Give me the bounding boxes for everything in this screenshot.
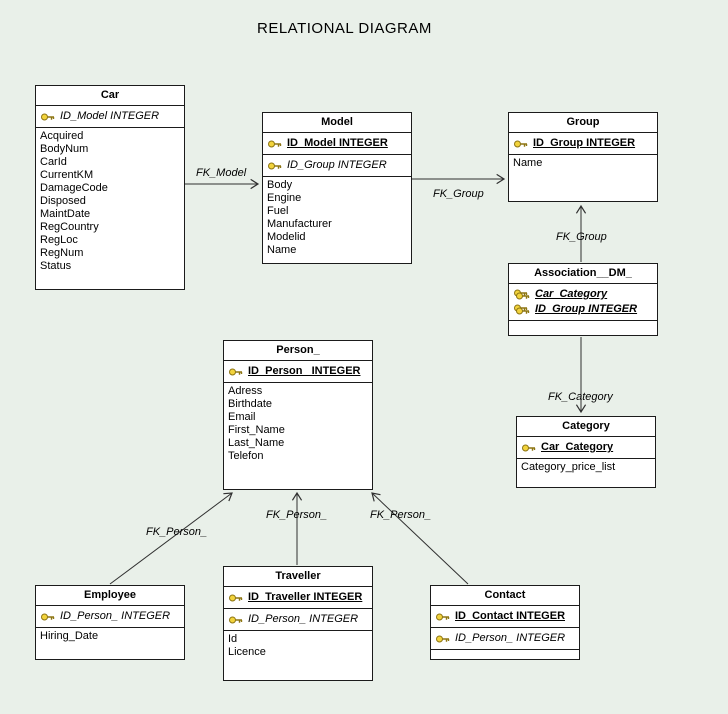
key-column: Car_Category <box>521 440 651 455</box>
column: RegLoc <box>40 234 78 246</box>
double-key-icon <box>514 304 530 315</box>
key-icon <box>229 368 243 375</box>
table-name: Group <box>566 116 600 128</box>
connector-label-fk-person-traveller: FK_Person_ <box>266 509 328 521</box>
key-column: ID_Group INTEGER <box>267 158 407 173</box>
connector-label-fk-group-association: FK_Group <box>556 231 607 243</box>
connector-label-fk-model: FK_Model <box>196 167 247 179</box>
column: First_Name <box>228 424 285 436</box>
column: Id <box>228 633 238 645</box>
column: Hiring_Date <box>40 630 99 642</box>
column: RegNum <box>40 247 84 259</box>
key-column: ID_Model INTEGER <box>40 109 180 124</box>
key-column: ID_Model INTEGER <box>267 136 407 151</box>
column: CurrentKM <box>40 169 94 181</box>
key-column: ID_Person_ INTEGER <box>228 612 368 627</box>
table-name: Association__DM_ <box>534 267 632 279</box>
key-icon <box>229 616 243 623</box>
table-name: Traveller <box>275 570 321 582</box>
table-name: Person_ <box>276 344 320 356</box>
key-icon <box>522 444 536 451</box>
key-icon <box>514 140 528 147</box>
column: Fuel <box>267 205 289 217</box>
key-column: ID_Group INTEGER <box>513 302 653 317</box>
column: RegCountry <box>40 221 99 233</box>
table-name: Category <box>562 420 610 432</box>
connector-label-fk-person-employee: FK_Person_ <box>146 526 208 538</box>
table-name: Model <box>321 116 353 128</box>
column: Engine <box>267 192 302 204</box>
column: Email <box>228 411 256 423</box>
column: Adress <box>228 385 263 397</box>
key-column: Car_Category <box>513 287 653 302</box>
double-key-icon <box>514 289 530 300</box>
key-column: ID_Person_ INTEGER <box>40 609 180 624</box>
column: DamageCode <box>40 182 108 194</box>
column: Last_Name <box>228 437 285 449</box>
key-icon <box>268 140 282 147</box>
connector-fk-person-contact <box>371 492 469 585</box>
column: Name <box>513 157 543 169</box>
key-icon <box>436 635 450 642</box>
column: Acquired <box>40 130 84 142</box>
key-column: ID_Traveller INTEGER <box>228 590 368 605</box>
column: Licence <box>228 646 266 658</box>
column: Manufacturer <box>267 218 332 230</box>
connector-label-fk-person-contact: FK_Person_ <box>370 509 432 521</box>
connector-label-fk-group-model: FK_Group <box>433 188 484 200</box>
column: Body <box>267 179 293 191</box>
connector-fk-person-employee <box>109 492 233 585</box>
diagram-title: RELATIONAL DIAGRAM <box>257 20 432 37</box>
key-icon <box>41 613 55 620</box>
connector-label-fk-category: FK_Category <box>548 391 613 403</box>
column: Modelid <box>267 231 306 243</box>
key-column: ID_Person_ INTEGER <box>228 364 368 379</box>
table-name: Contact <box>484 589 526 601</box>
column: Status <box>40 260 72 272</box>
key-icon <box>229 594 243 601</box>
column: BodyNum <box>40 143 89 155</box>
column: Category_price_list <box>521 461 616 473</box>
column: Name <box>267 244 297 256</box>
table-name: Car <box>100 89 120 101</box>
column: Birthdate <box>228 398 273 410</box>
key-icon <box>268 162 282 169</box>
column: MaintDate <box>40 208 91 220</box>
column: Disposed <box>40 195 86 207</box>
key-icon <box>436 613 450 620</box>
key-icon <box>41 113 55 120</box>
column: Telefon <box>228 450 264 462</box>
key-column: ID_Person_ INTEGER <box>435 631 575 646</box>
column: CarId <box>40 156 67 168</box>
key-column: ID_Group INTEGER <box>513 136 653 151</box>
key-column: ID_Contact INTEGER <box>435 609 575 624</box>
table-name: Employee <box>84 589 136 601</box>
